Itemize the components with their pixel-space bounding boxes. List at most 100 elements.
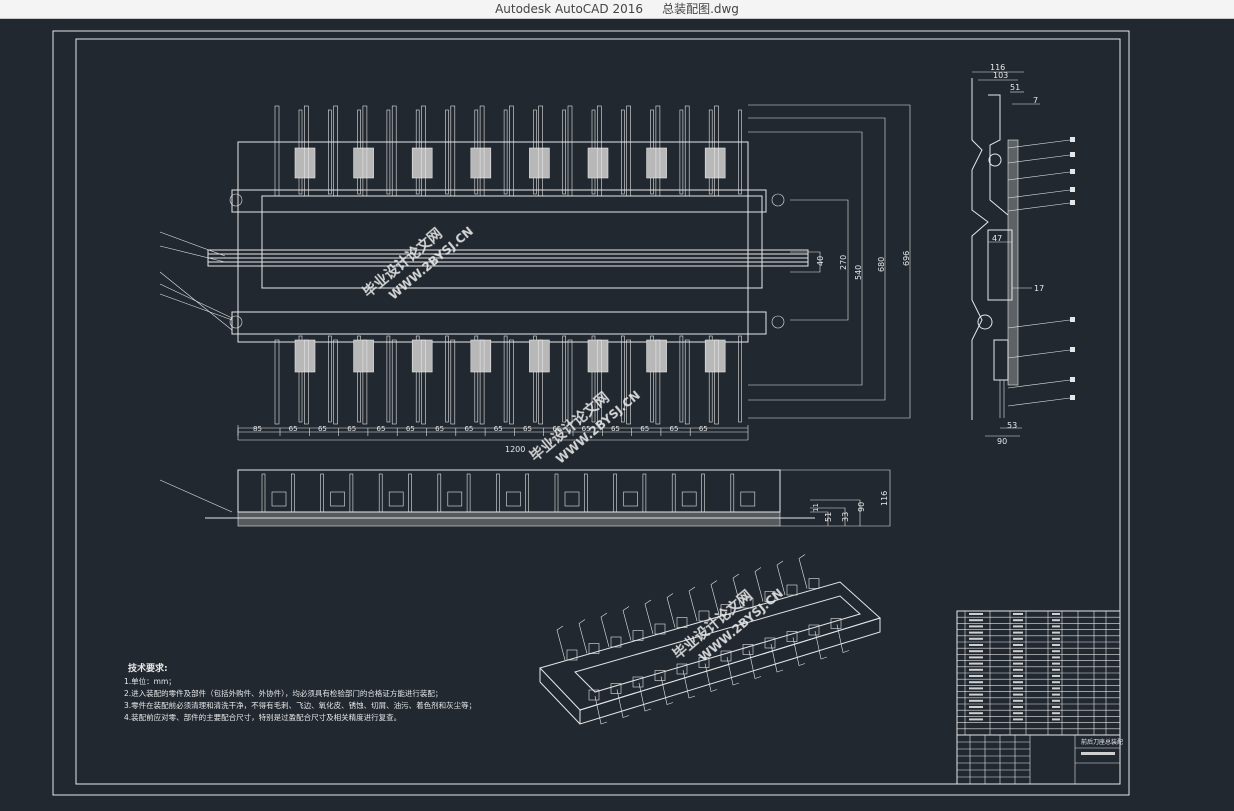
dim-696: 696 xyxy=(902,251,911,266)
blade-bottom xyxy=(596,339,602,425)
elev-post xyxy=(261,473,266,513)
bolt-circle xyxy=(771,193,785,207)
blade-block xyxy=(470,147,492,179)
elev-dim-33: 33 xyxy=(841,512,850,522)
blade-top xyxy=(684,105,690,197)
blade-rod xyxy=(415,335,420,423)
front-dim-label: 85 xyxy=(253,425,262,433)
blade-rod xyxy=(503,109,508,195)
blade-rod xyxy=(327,109,332,195)
blade-top xyxy=(274,105,280,197)
blade-rod xyxy=(591,335,596,423)
blade-block xyxy=(646,147,667,179)
elev-post xyxy=(642,473,647,513)
elev-post xyxy=(466,473,471,513)
blade-bottom xyxy=(655,339,661,425)
elev-post xyxy=(583,473,588,513)
blade-rod xyxy=(738,109,742,195)
elev-post xyxy=(525,473,530,513)
elev-block xyxy=(740,491,756,507)
bottom-elevation-view[interactable]: 51 33 90 116 11 xyxy=(159,469,891,527)
title-block[interactable]: 前后刀座总装配 xyxy=(956,734,1123,785)
blade-block xyxy=(587,339,609,373)
note-line-1: 1.单位：mm； xyxy=(124,676,176,686)
front-dim-label: 65 xyxy=(406,425,415,433)
technical-notes: 技术要求: 1.单位：mm； 2.进入装配的零件及部件（包括外购件、外协件），均… xyxy=(124,662,476,722)
blade-block xyxy=(294,147,316,179)
blade-top xyxy=(626,105,631,197)
blade-top xyxy=(655,105,661,197)
blade-rod xyxy=(738,335,742,423)
elev-dim-116: 116 xyxy=(880,491,889,506)
blade-rod xyxy=(357,335,361,423)
blade-rod xyxy=(327,335,332,423)
front-dim-label: 65 xyxy=(464,425,473,433)
blade-top xyxy=(714,105,719,197)
blade-rod xyxy=(533,335,537,423)
front-dim-label: 65 xyxy=(582,425,591,433)
side-view[interactable]: 116 103 51 7 47 17 53 90 xyxy=(971,63,1075,446)
blade-top xyxy=(421,105,426,197)
title-bar: Autodesk AutoCAD 2016 总装配图.dwg xyxy=(0,0,1234,19)
app-title: Autodesk AutoCAD 2016 xyxy=(495,2,643,16)
blade-bottom xyxy=(333,339,338,425)
front-view-body xyxy=(237,141,749,343)
front-dim-label: 65 xyxy=(318,425,327,433)
blade-rod xyxy=(679,335,684,423)
elev-post xyxy=(671,473,676,513)
front-dim-label: 65 xyxy=(552,425,561,433)
elev-block xyxy=(564,491,580,507)
elev-post xyxy=(613,473,617,513)
side-plate xyxy=(1007,139,1019,386)
elev-post xyxy=(408,473,412,513)
blade-rod xyxy=(562,109,567,195)
isometric-view[interactable] xyxy=(539,554,881,725)
side-dim-7: 7 xyxy=(1033,96,1038,105)
blade-top xyxy=(479,105,485,197)
front-dim-label: 65 xyxy=(611,425,620,433)
front-flange-top xyxy=(231,189,767,213)
front-dim-label: 65 xyxy=(435,425,444,433)
blade-rod xyxy=(708,335,713,423)
blade-block xyxy=(411,339,433,373)
sheet-inner-border xyxy=(75,38,1121,785)
bolt-circle xyxy=(229,193,243,207)
blade-rod xyxy=(474,335,479,423)
elev-block xyxy=(271,491,287,507)
blade-block xyxy=(529,339,550,373)
note-line-3: 3.零件在装配前必须清理和清洗干净，不得有毛刺、飞边、氧化皮、锈蚀、切屑、油污、… xyxy=(124,700,476,710)
elevation-base xyxy=(237,511,781,527)
blade-rod xyxy=(679,109,684,195)
elev-post xyxy=(730,473,735,513)
blade-block xyxy=(353,339,374,373)
blade-rod xyxy=(650,335,654,423)
blade-rod xyxy=(620,335,625,423)
dim-40: 40 xyxy=(816,256,825,266)
elev-dim-11: 11 xyxy=(812,503,820,512)
overall-width-dim: 1200 xyxy=(505,445,525,454)
blade-bottom xyxy=(421,339,426,425)
blade-block xyxy=(353,147,374,179)
front-flange-bottom xyxy=(231,311,767,335)
note-line-2: 2.进入装配的零件及部件（包括外购件、外协件），均必须具有检验部门的合格证方能进… xyxy=(124,688,442,698)
file-name: 总装配图.dwg xyxy=(662,2,739,16)
elev-post xyxy=(496,473,500,513)
dim-270: 270 xyxy=(839,255,848,270)
blade-block xyxy=(470,339,492,373)
title-block-name: 前后刀座总装配 xyxy=(1081,738,1123,746)
blade-block xyxy=(411,147,433,179)
elev-post xyxy=(378,473,383,513)
side-dim-90: 90 xyxy=(997,437,1007,446)
elev-block xyxy=(388,491,404,507)
blade-rod xyxy=(620,109,625,195)
blade-rows xyxy=(229,105,785,425)
blade-top xyxy=(509,105,514,197)
side-dim-47: 47 xyxy=(992,234,1002,243)
elev-post xyxy=(349,473,354,513)
dim-680: 680 xyxy=(877,257,886,272)
parts-list-table[interactable] xyxy=(956,610,1121,736)
front-dim-label: 65 xyxy=(347,425,356,433)
